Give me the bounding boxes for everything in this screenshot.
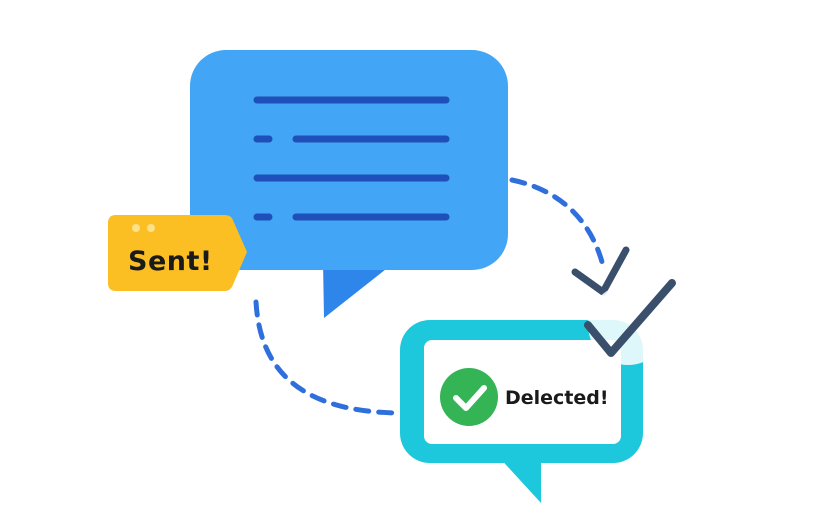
double-check-icon: [571, 246, 676, 365]
received-bubble: Delected!: [400, 320, 643, 503]
check-mark-front: [584, 279, 676, 357]
dashed-arc-left: [253, 299, 403, 416]
check-mark-back: [571, 246, 630, 296]
tag-icon: [108, 215, 247, 291]
message-text-lines: [253, 96, 450, 221]
detected-label: Delected!: [505, 387, 609, 409]
check-circle-icon: [440, 368, 498, 426]
received-bubble-tail: [497, 455, 541, 503]
tag-dot: [132, 224, 140, 232]
message-bubble: [190, 50, 508, 318]
sent-label: Sent!: [128, 246, 213, 277]
tag-dot: [147, 224, 155, 232]
sent-tag: Sent!: [108, 215, 247, 291]
message-bubble-tail: [323, 262, 395, 318]
dashed-arc-right: [509, 177, 605, 265]
